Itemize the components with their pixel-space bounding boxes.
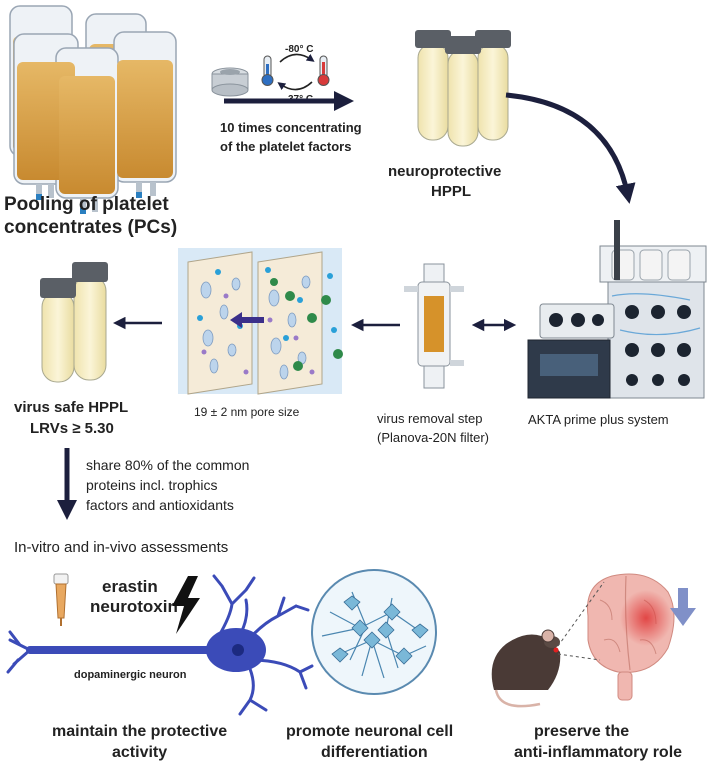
outcome-2-label-2: differentiation: [321, 744, 428, 761]
neuron-nucleus: [232, 644, 244, 656]
pooling-label-2: concentrates (PCs): [4, 217, 177, 238]
outcome-1-label-2: activity: [112, 744, 167, 761]
mouse-icon: [491, 629, 561, 708]
pore-size-label: 19 ± 2 nm pore size: [194, 405, 300, 419]
virus-removal-label-1: virus removal step: [377, 411, 482, 426]
down-arrow-icon: [670, 588, 696, 626]
planova-filter-icon: [404, 263, 464, 389]
virus-removal-label-2: (Planova-20N filter): [377, 430, 489, 445]
outcome-3-label-1: preserve the: [534, 723, 629, 740]
lightning-icon: [172, 576, 200, 634]
hppl-label-1: neuroprotective: [388, 163, 501, 180]
erastin-label: erastin: [102, 577, 158, 596]
virus-safe-tubes-icon: [40, 262, 108, 383]
hppl-label-2: HPPL: [431, 183, 471, 200]
akta-label: AKTA prime plus system: [528, 412, 669, 427]
brain-icon: [587, 573, 675, 701]
outcome-2-label-1: promote neuronal cell: [286, 723, 453, 740]
pooling-label-1: Pooling of platelet: [4, 194, 169, 215]
temperature-cycle-icon: [277, 53, 315, 91]
zoom-lines: [557, 581, 605, 661]
assessments-label: In-vitro and in-vivo assessments: [14, 539, 228, 556]
outcome-3-label-2: anti-inflammatory role: [514, 744, 682, 761]
share-label-1: share 80% of the common: [86, 457, 249, 473]
arrow-to-akta: [505, 92, 636, 204]
concentrate-label-1: 10 times concentrating: [220, 120, 362, 135]
share-label-2: proteins incl. trophics: [86, 477, 218, 493]
cold-thermometer-icon: [261, 55, 274, 86]
virus-safe-label-2: LRVs ≥ 5.30: [30, 420, 114, 437]
neuron-label: dopaminergic neuron: [74, 669, 187, 681]
outcome-1-label-1: maintain the protective: [52, 723, 227, 740]
akta-system-icon: [527, 220, 707, 399]
centrifuge-icon: [211, 67, 249, 97]
pipette-icon: [53, 573, 69, 626]
concentrate-label-2: of the platelet factors: [220, 139, 351, 154]
filter-membrane-icon: [178, 248, 343, 395]
platelet-bags-icon: [9, 5, 177, 214]
cell-dish-icon: [311, 569, 437, 695]
virus-safe-label-1: virus safe HPPL: [14, 399, 128, 416]
neurotoxin-label: neurotoxin: [90, 597, 178, 616]
share-label-3: factors and antioxidants: [86, 497, 234, 513]
temp-cold-label: -80° C: [285, 44, 313, 55]
hppl-tubes-icon: [415, 30, 511, 147]
warm-thermometer-icon: [317, 55, 330, 86]
